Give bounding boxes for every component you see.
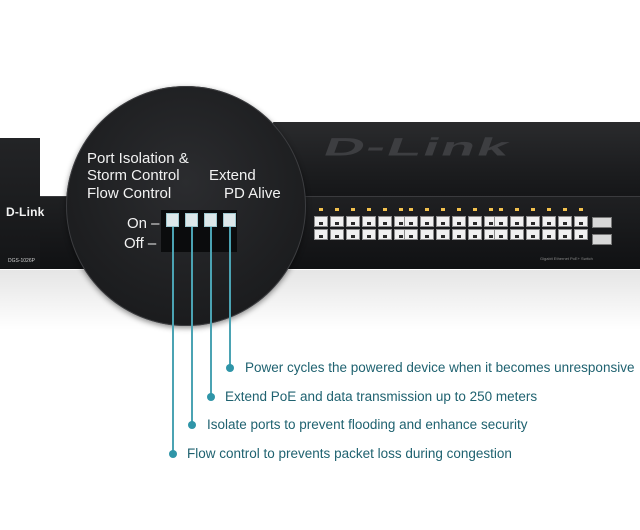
port-leds-1 <box>314 208 410 212</box>
port-leds-2 <box>404 208 500 212</box>
callout-text-extend: Extend PoE and data transmission up to 2… <box>225 389 538 404</box>
rj45-port <box>494 229 508 240</box>
port-led <box>499 208 503 211</box>
dip-switch-flow-control <box>166 213 179 227</box>
faceplate-text: Gigabit Ethernet PoE+ Switch <box>540 256 593 261</box>
callout-line-extend <box>210 227 212 395</box>
port-led <box>441 208 445 211</box>
callout-text-port-isolation: Isolate ports to prevent flooding and en… <box>207 417 528 432</box>
port-led <box>563 208 567 211</box>
port-led <box>319 208 323 211</box>
rj45-port <box>346 216 360 227</box>
rj45-port <box>404 229 418 240</box>
rj45-port <box>404 216 418 227</box>
port-led <box>351 208 355 211</box>
rj45-port <box>362 216 376 227</box>
port-led <box>425 208 429 211</box>
rj45-port <box>330 216 344 227</box>
port-led <box>489 208 493 211</box>
callout-line-pd-alive <box>229 227 231 366</box>
rj45-port <box>330 229 344 240</box>
port-led <box>579 208 583 211</box>
callout-dot-port-isolation <box>188 421 196 429</box>
callout-dot-extend <box>207 393 215 401</box>
label-port-isolation-line1: Port Isolation & <box>87 150 189 167</box>
callout-dot-flow-control <box>169 450 177 458</box>
port-led <box>457 208 461 211</box>
rj45-port <box>558 229 572 240</box>
sfp-port-2 <box>592 234 612 245</box>
label-flow-control: Flow Control <box>87 185 172 202</box>
rj45-port <box>420 216 434 227</box>
rj45-port <box>510 229 524 240</box>
port-led <box>531 208 535 211</box>
callout-line-flow-control <box>172 227 174 451</box>
dip-switch-extend <box>204 213 217 227</box>
port-group-3 <box>494 216 588 240</box>
model-label: DGS-1026P <box>8 258 35 264</box>
label-off: Off – <box>124 235 157 252</box>
port-led <box>335 208 339 211</box>
dip-switch-pd-alive <box>223 213 236 227</box>
dip-switch-port-isolation <box>185 213 198 227</box>
rj45-port <box>362 229 376 240</box>
port-leds-3 <box>494 208 590 212</box>
rj45-port <box>314 216 328 227</box>
port-led <box>383 208 387 211</box>
label-pd-alive: PD Alive <box>224 185 281 202</box>
dip-switch-magnifier <box>66 86 306 326</box>
callout-text-flow-control: Flow control to prevents packet loss dur… <box>187 446 512 461</box>
callout-text-pd-alive: Power cycles the powered device when it … <box>245 360 635 375</box>
rj45-port <box>436 229 450 240</box>
rj45-port <box>468 229 482 240</box>
rj45-port <box>574 216 588 227</box>
label-port-isolation-line2: Storm Control <box>87 167 180 184</box>
rj45-port <box>436 216 450 227</box>
port-led <box>547 208 551 211</box>
rj45-port <box>526 229 540 240</box>
rj45-port <box>314 229 328 240</box>
sfp-port-1 <box>592 217 612 228</box>
brand-logo: D-Link <box>6 205 45 219</box>
rj45-port <box>452 229 466 240</box>
port-led <box>515 208 519 211</box>
port-led <box>367 208 371 211</box>
switch-left-ear <box>0 138 40 268</box>
rj45-port <box>510 216 524 227</box>
rj45-port <box>526 216 540 227</box>
callout-dot-pd-alive <box>226 364 234 372</box>
rj45-port <box>452 216 466 227</box>
port-led <box>399 208 403 211</box>
rj45-port <box>542 229 556 240</box>
rj45-port <box>468 216 482 227</box>
rj45-port <box>558 216 572 227</box>
rj45-port <box>420 229 434 240</box>
rj45-port <box>378 229 392 240</box>
label-extend: Extend <box>209 167 256 184</box>
port-group-1 <box>314 216 408 240</box>
port-led <box>473 208 477 211</box>
port-led <box>409 208 413 211</box>
rj45-port <box>494 216 508 227</box>
rj45-port <box>378 216 392 227</box>
rj45-port <box>574 229 588 240</box>
rj45-port <box>346 229 360 240</box>
rj45-port <box>542 216 556 227</box>
port-group-2 <box>404 216 498 240</box>
switch-top-logo: D-Link <box>319 132 517 161</box>
callout-line-port-isolation <box>191 227 193 423</box>
label-on: On – <box>127 215 160 232</box>
